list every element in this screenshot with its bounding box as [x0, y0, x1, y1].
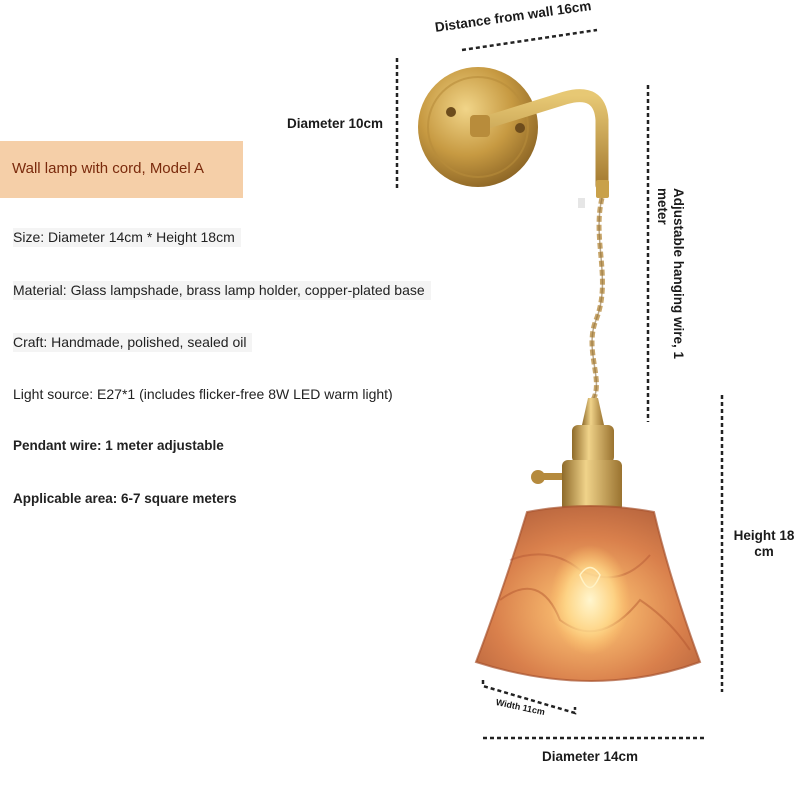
- label-base-diameter: Diameter 10cm: [287, 116, 384, 131]
- spec-craft: Craft: Handmade, polished, sealed oil: [13, 333, 253, 352]
- label-wire-line1: Adjustable hanging wire, 1: [671, 188, 686, 360]
- spec-material: Material: Glass lampshade, brass lamp ho…: [13, 281, 431, 300]
- label-height-line1: Height 18: [733, 528, 795, 543]
- lamp-arm: [471, 89, 609, 192]
- label-shade-diameter: Diameter 14cm: [542, 749, 639, 764]
- lamp-socket: [572, 425, 614, 463]
- spec-size: Size: Diameter 14cm * Height 18cm: [13, 228, 241, 247]
- title-banner: [0, 141, 243, 198]
- dimension-lines: [395, 28, 724, 740]
- label-height: Height 18 cm: [730, 528, 798, 560]
- label-height-line2: cm: [754, 544, 774, 559]
- label-adjustable-wire: Adjustable hanging wire, 1 meter: [654, 188, 686, 359]
- bulb-glow: [550, 545, 630, 655]
- label-wire-line2: meter: [655, 188, 670, 225]
- spec-pendant-wire: Pendant wire: 1 meter adjustable: [13, 438, 224, 453]
- spec-applicable-area: Applicable area: 6-7 square meters: [13, 491, 237, 506]
- spec-light-source: Light source: E27*1 (includes flicker-fr…: [13, 386, 393, 402]
- product-title: Wall lamp with cord, Model A: [12, 160, 205, 177]
